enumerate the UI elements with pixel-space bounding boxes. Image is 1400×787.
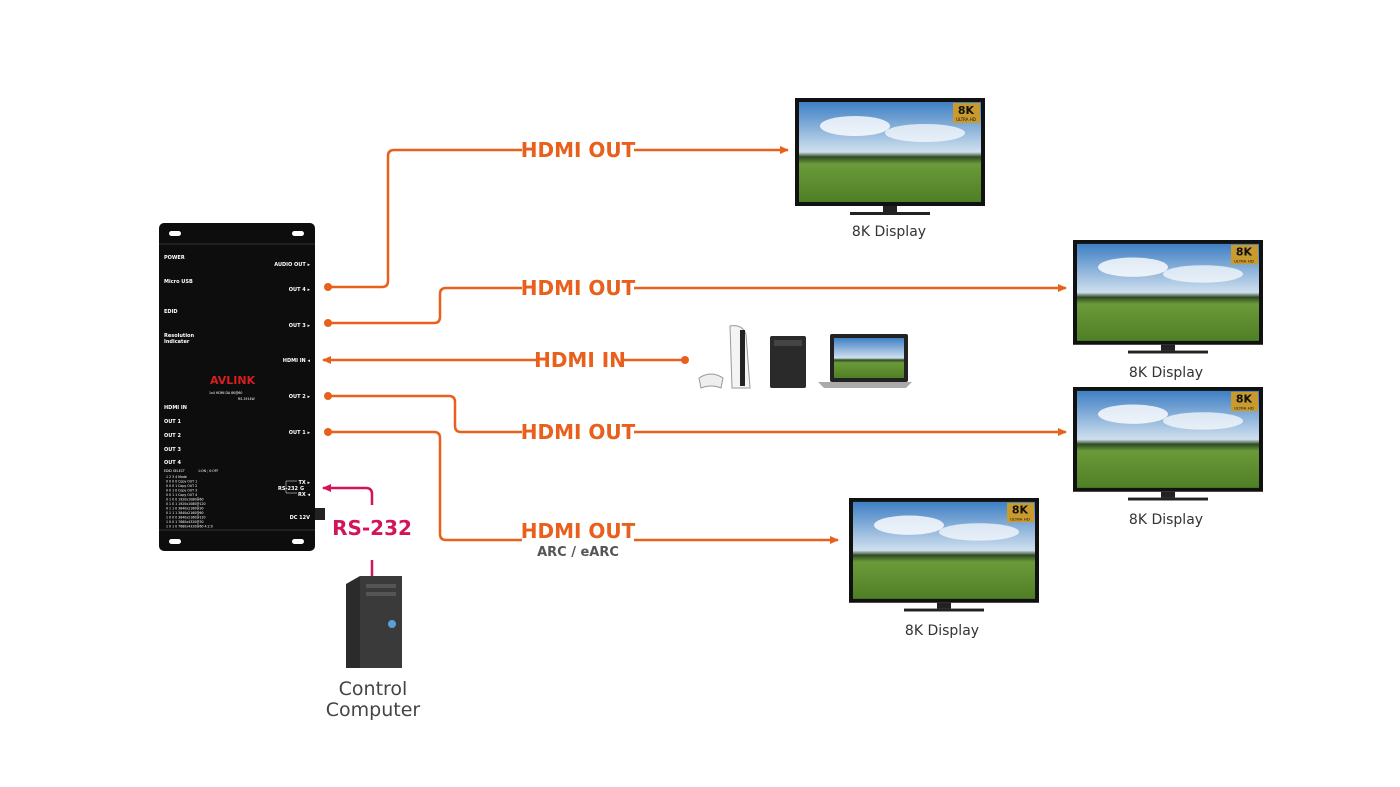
ultra-hd-badge: ULTRA HD <box>956 117 976 122</box>
out2-label: HDMI OUT <box>521 420 636 444</box>
port-hdmi-in: HDMI IN ◂ <box>283 358 311 364</box>
label-out4-led: OUT 4 <box>164 460 181 466</box>
display-2: 8K ULTRA HD <box>1073 240 1263 354</box>
ultra-hd-badge: ULTRA HD <box>1234 405 1254 410</box>
out3-line <box>328 286 522 325</box>
edid-header: EDID SELECT <box>164 469 185 473</box>
display-1-caption: 8K Display <box>852 224 926 240</box>
label-out3-led: OUT 3 <box>164 447 181 453</box>
control-computer-caption-1: Control <box>339 678 408 700</box>
label-hdmi-in-led: HDMI IN <box>164 405 187 411</box>
display-3: 8K ULTRA HD <box>1073 387 1263 501</box>
8k-badge: 8K <box>1236 246 1253 259</box>
laptop-icon <box>818 334 912 388</box>
8k-badge: 8K <box>958 104 975 117</box>
out2-line <box>328 394 522 434</box>
edid-row: 1 0 0 1 7680x4320@30 <box>166 520 204 524</box>
port-out4: OUT 4 ▸ <box>289 287 311 293</box>
ultra-hd-badge: ULTRA HD <box>1010 516 1030 521</box>
hdmi-splitter-device: AVLINK 1x4 HDMI DA 8K@60 RS-1914W POWER … <box>159 223 325 551</box>
8k-badge: 8K <box>1236 393 1253 406</box>
desktop-pc-icon <box>770 336 806 388</box>
hdmi-in-label: HDMI IN <box>534 348 626 372</box>
display-4-caption: 8K Display <box>905 623 979 639</box>
edid-row: 1 2 3 4 Mode <box>166 475 187 479</box>
model-line: 1x4 HDMI DA 8K@60 <box>209 391 242 395</box>
rs232-label: RS-232 <box>332 516 412 540</box>
ultra-hd-badge: ULTRA HD <box>1234 258 1254 263</box>
edid-row: 0 0 0 0 Copy OUT 1 <box>166 480 197 484</box>
label-out1-led: OUT 1 <box>164 419 181 425</box>
out3-label: HDMI OUT <box>521 276 636 300</box>
display-2-caption: 8K Display <box>1129 365 1203 381</box>
port-out1: OUT 1 ▸ <box>289 430 311 436</box>
port-out3: OUT 3 ▸ <box>289 323 311 329</box>
source-devices <box>698 325 912 389</box>
label-micro-usb: Micro USB <box>164 279 193 285</box>
edid-row: 0 1 1 0 3840x2160@30 <box>166 507 204 511</box>
edid-row: 0 0 0 1 Copy OUT 2 <box>166 484 197 488</box>
display-4: 8K ULTRA HD <box>849 498 1039 612</box>
game-console-icon <box>698 325 751 389</box>
edid-row: 0 1 0 0 1920x1080@60 <box>166 498 204 502</box>
edid-table: 1 2 3 4 Mode 0 0 0 0 Copy OUT 1 0 0 0 1 … <box>166 475 213 529</box>
arc-earc-label: ARC / eARC <box>537 545 619 560</box>
out1-line <box>328 430 522 542</box>
label-out2-led: OUT 2 <box>164 433 181 439</box>
port-g: G <box>300 486 304 492</box>
edid-row: 1 0 0 0 3840x2160@120 <box>166 516 206 520</box>
control-computer-caption-2: Computer <box>326 699 421 721</box>
port-rx: RX ◂ <box>298 492 310 498</box>
label-indicater: Indicater <box>164 339 190 345</box>
port-tx: TX ▸ <box>298 480 310 486</box>
port-rs232: RS-232 <box>278 486 298 492</box>
out4-line <box>328 148 522 289</box>
label-edid: EDID <box>164 309 178 315</box>
label-resolution: Resolution <box>164 333 194 339</box>
8k-badge: 8K <box>1012 504 1029 517</box>
label-power: POWER <box>164 255 185 261</box>
display-3-caption: 8K Display <box>1129 512 1203 528</box>
edid-row: 0 1 0 1 1920x1080@120 <box>166 502 206 506</box>
port-audio-out: AUDIO OUT ▸ <box>274 262 310 268</box>
brand-logo: AVLINK <box>210 374 256 387</box>
port-dc12v: DC 12V <box>290 515 311 521</box>
display-1: 8K ULTRA HD <box>795 98 985 215</box>
out1-label: HDMI OUT <box>521 519 636 543</box>
control-computer-icon <box>346 576 402 668</box>
edid-row: 0 0 1 1 Copy OUT 4 <box>166 493 197 497</box>
out4-label: HDMI OUT <box>521 138 636 162</box>
edid-row: 1 0 1 0 7680x4320@60 4:2:0 <box>166 525 213 529</box>
edid-row: 0 1 1 1 3840x2160@60 <box>166 511 204 515</box>
edid-row: 0 0 1 0 Copy OUT 3 <box>166 489 197 493</box>
port-out2: OUT 2 ▸ <box>289 394 311 400</box>
edid-legend: 1:ON ; 0:OFF <box>198 469 219 473</box>
model-number: RS-1914W <box>238 397 256 401</box>
